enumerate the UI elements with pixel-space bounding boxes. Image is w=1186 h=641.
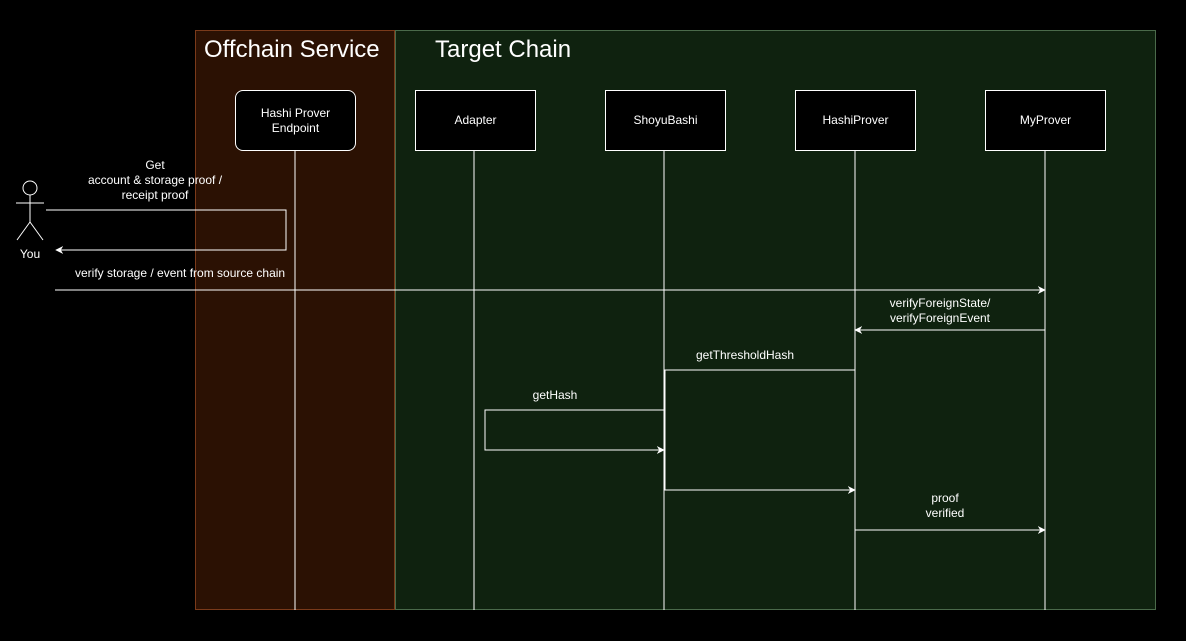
user-actor-icon	[16, 180, 44, 241]
arrow-get-hash	[484, 409, 665, 454]
participant-shoyubashi: ShoyuBashi	[605, 90, 726, 151]
actor-label: You	[19, 247, 41, 261]
label-get-threshold-hash: getThresholdHash	[695, 348, 795, 362]
label-verify-storage: verify storage / event from source chain	[75, 266, 286, 280]
participant-endpoint: Hashi Prover Endpoint	[235, 90, 356, 151]
participant-adapter: Adapter	[415, 90, 536, 151]
label-get-proof: Get account & storage proof / receipt pr…	[87, 158, 223, 202]
label-proof-verified: proof verified	[925, 491, 965, 520]
label-verify-foreign: verifyForeignState/ verifyForeignEvent	[889, 296, 991, 325]
arrow-get-threshold-hash	[664, 369, 856, 494]
label-get-hash: getHash	[532, 388, 578, 402]
participant-myprover: MyProver	[985, 90, 1106, 151]
offchain-service-title: Offchain Service	[204, 36, 380, 63]
target-chain-title: Target Chain	[435, 36, 572, 63]
participant-hashiprover: HashiProver	[795, 90, 916, 151]
arrow-get-proof	[46, 209, 287, 254]
